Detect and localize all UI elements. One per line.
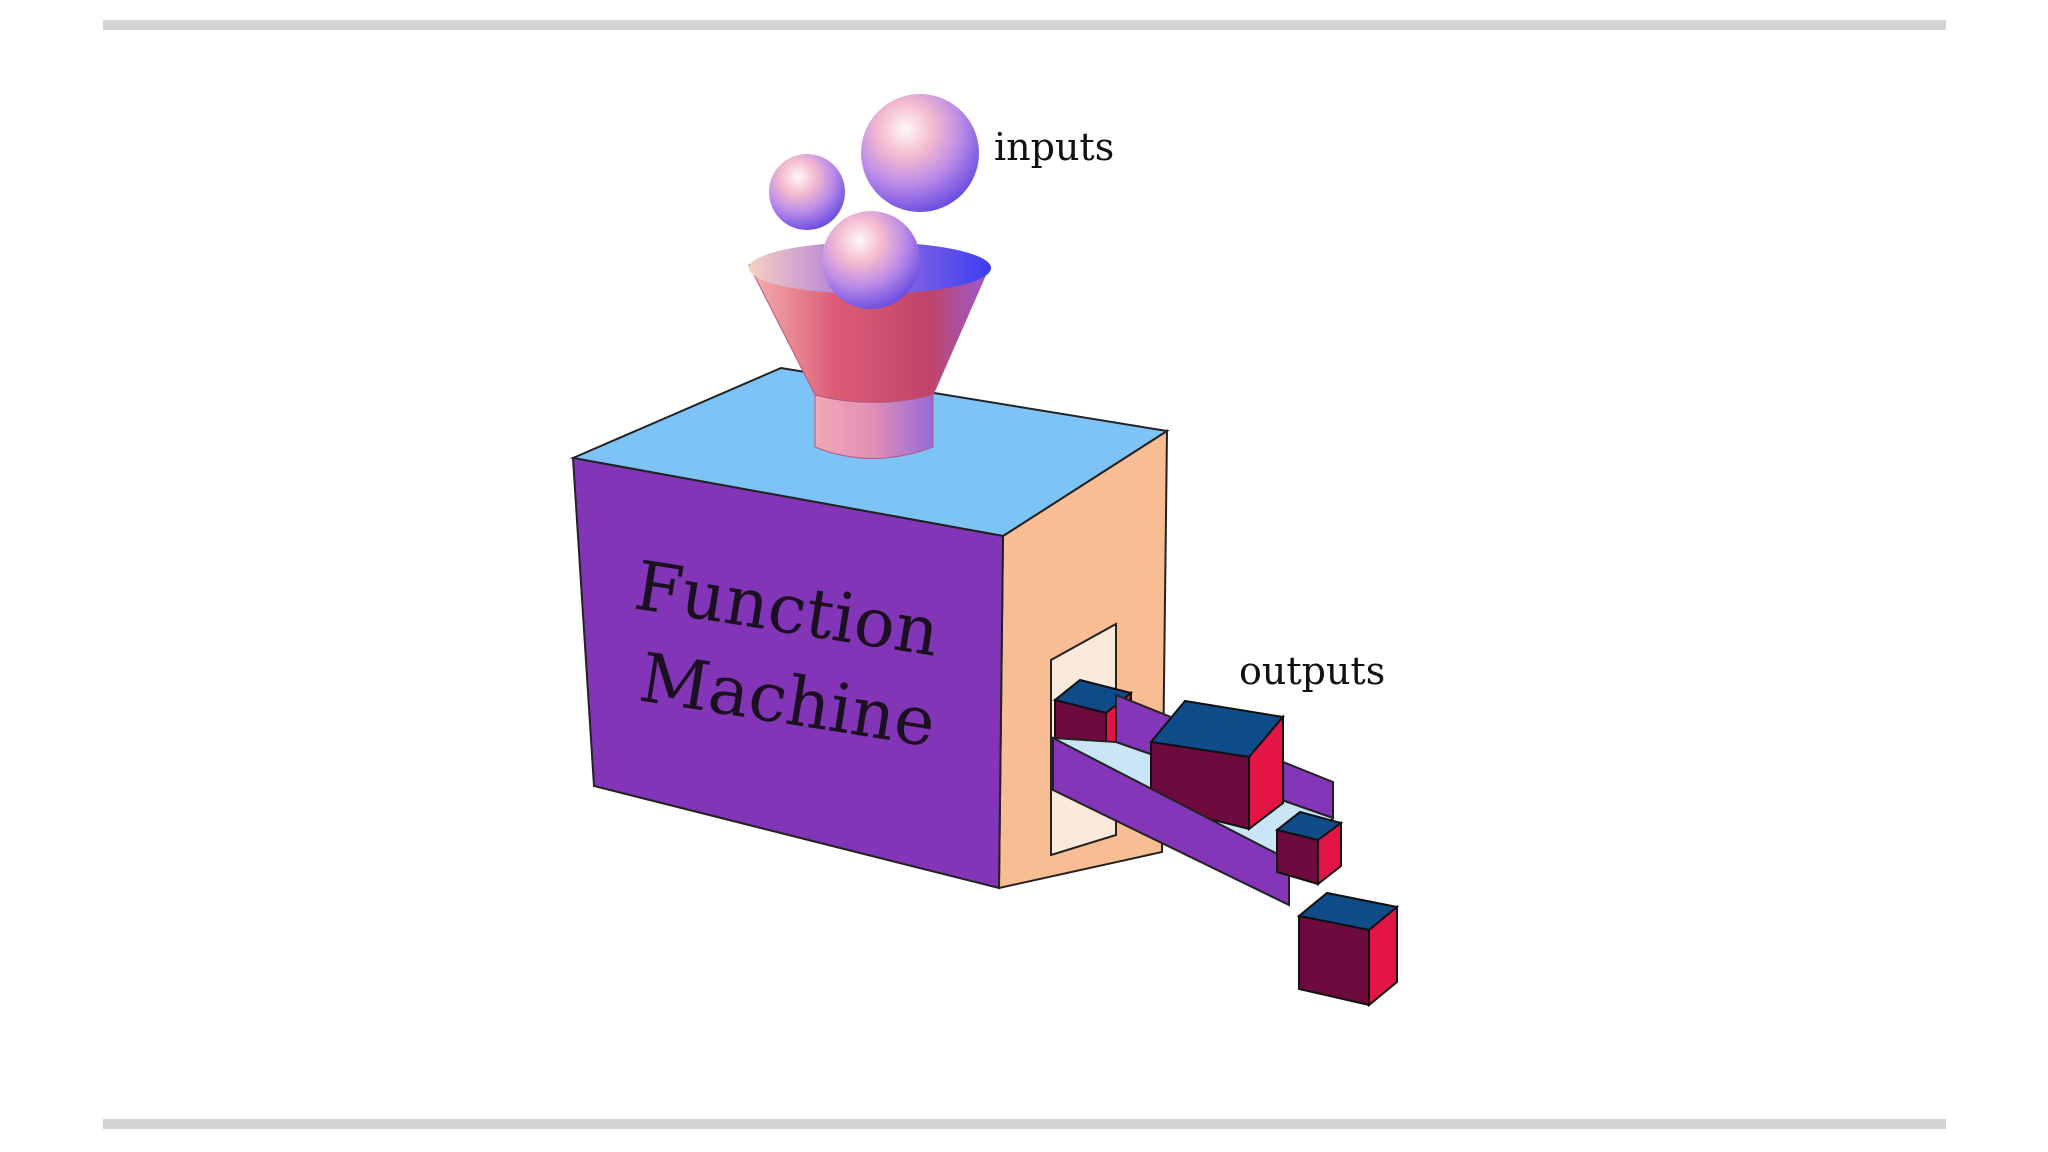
input-sphere-in-funnel xyxy=(822,211,920,309)
outputs-label: outputs xyxy=(1239,649,1385,693)
output-cube xyxy=(1149,699,1285,832)
funnel-cone xyxy=(748,264,991,403)
inputs-label: inputs xyxy=(994,125,1114,169)
input-sphere-small xyxy=(769,154,845,230)
bottom-rule xyxy=(103,1119,1946,1129)
chute-front-wall xyxy=(1052,736,1290,907)
output-cube xyxy=(1296,891,1400,1008)
machine-front-face xyxy=(571,456,1005,890)
top-rule xyxy=(103,20,1946,30)
input-sphere-large xyxy=(861,94,979,212)
funnel-neck xyxy=(814,394,934,459)
output-cube xyxy=(1274,810,1344,887)
